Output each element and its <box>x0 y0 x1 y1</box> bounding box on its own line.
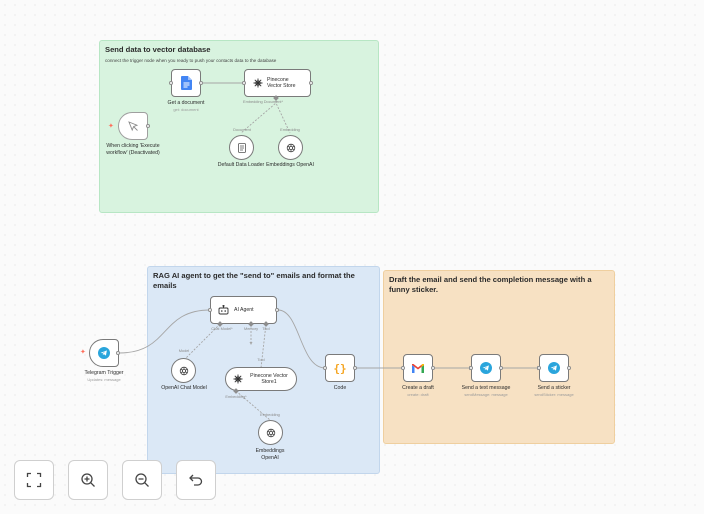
sticky-title: Draft the email and send the completion … <box>389 275 592 294</box>
output-port[interactable] <box>309 81 313 85</box>
port-label-memory: Memory <box>243 326 259 331</box>
pinecone-vector-store1-node[interactable]: Pinecone Vector Store1 <box>225 367 297 391</box>
node-label: Embeddings OpenAI <box>266 162 314 168</box>
node-label: Send a text message <box>461 385 511 391</box>
node-sublabel: create: draft <box>407 392 429 397</box>
output-port[interactable] <box>353 366 357 370</box>
default-data-loader-node[interactable] <box>229 135 254 160</box>
sticky-title: RAG AI agent to get the "send to" emails… <box>153 271 355 290</box>
embeddings-openai-node[interactable] <box>258 420 283 445</box>
code-braces-icon: {} <box>333 361 347 375</box>
port-label-embedding: Embedding <box>260 412 280 417</box>
manual-trigger-node[interactable] <box>118 112 148 140</box>
output-port[interactable] <box>567 366 571 370</box>
node-label: Embeddings OpenAI <box>255 448 285 461</box>
port-label-model: Model <box>178 348 190 353</box>
pinecone-vector-store-node[interactable]: Pinecone Vector Store <box>244 69 311 97</box>
node-label: Send a sticker <box>537 385 571 391</box>
port-label-embedding-document: Embedding Document* <box>242 99 283 104</box>
output-port[interactable] <box>275 308 279 312</box>
google-docs-icon <box>180 76 192 90</box>
node-label: When clicking 'Execute workflow' (Deacti… <box>106 143 160 156</box>
input-port[interactable] <box>242 81 246 85</box>
openai-icon <box>286 143 295 152</box>
node-label: Pinecone Vector Store <box>267 76 296 90</box>
input-port[interactable] <box>537 366 541 370</box>
output-port[interactable] <box>199 81 203 85</box>
node-label: Code <box>333 385 347 391</box>
cursor-icon <box>127 120 138 131</box>
node-label: Pinecone Vector Store1 <box>250 372 288 386</box>
pinecone-icon <box>253 78 263 88</box>
create-draft-node[interactable] <box>403 354 433 382</box>
robot-icon <box>218 305 229 315</box>
port-label-chat-model: Chat Model* <box>211 326 233 331</box>
openai-icon <box>179 366 188 375</box>
input-port[interactable] <box>208 308 212 312</box>
connection-line <box>183 323 221 361</box>
trigger-bolt-icon: ✦ <box>80 349 86 356</box>
connection-line <box>260 323 267 369</box>
input-port[interactable] <box>323 366 327 370</box>
output-port[interactable] <box>431 366 435 370</box>
output-port[interactable] <box>499 366 503 370</box>
connection-line <box>235 390 271 421</box>
fit-view-icon <box>26 472 42 488</box>
node-sublabel: sendSticker: message <box>534 392 574 397</box>
telegram-icon <box>480 362 492 374</box>
trigger-bolt-icon: ✦ <box>108 123 114 130</box>
embeddings-openai-node[interactable] <box>278 135 303 160</box>
node-label: Telegram Trigger <box>84 370 124 376</box>
openai-chat-model-node[interactable] <box>171 358 196 383</box>
telegram-icon <box>98 347 110 359</box>
get-document-node[interactable] <box>171 69 201 97</box>
sticky-subtitle: connect the trigger node when you ready … <box>105 58 277 63</box>
node-label: Get a document <box>167 100 205 106</box>
pinecone-icon <box>233 374 243 384</box>
telegram-icon <box>548 362 560 374</box>
node-label: AI Agent <box>234 307 254 313</box>
document-icon <box>237 142 246 153</box>
node-sublabel: Updates: message <box>87 377 121 382</box>
input-port[interactable] <box>401 366 405 370</box>
zoom-out-icon <box>135 473 149 487</box>
telegram-trigger-node[interactable] <box>89 339 119 367</box>
openai-icon <box>266 428 275 437</box>
gmail-icon <box>412 363 424 373</box>
connection-line <box>118 309 211 354</box>
node-label: Create a draft <box>402 385 434 391</box>
undo-icon <box>189 474 203 486</box>
zoom-out-button[interactable] <box>122 460 162 500</box>
connection-line <box>277 309 326 369</box>
fit-view-button[interactable] <box>14 460 54 500</box>
node-sublabel: get: document <box>173 107 199 112</box>
send-text-message-node[interactable] <box>471 354 501 382</box>
port-label-tool: Tool <box>262 326 270 331</box>
node-label: Default Data Loader <box>217 162 265 168</box>
node-label: OpenAI Chat Model <box>161 385 207 391</box>
output-port[interactable] <box>146 124 150 128</box>
zoom-in-icon <box>81 473 95 487</box>
port-label-document: Document <box>233 127 251 132</box>
port-label-embedding-required: Embedding* <box>225 394 247 399</box>
sticky-title: Send data to vector database <box>105 45 211 54</box>
zoom-in-button[interactable] <box>68 460 108 500</box>
port-label-tool: Tool <box>257 357 265 362</box>
input-port[interactable] <box>169 81 173 85</box>
send-sticker-node[interactable] <box>539 354 569 382</box>
input-port[interactable] <box>469 366 473 370</box>
port-label-embedding: Embedding <box>280 127 300 132</box>
output-port[interactable] <box>116 351 120 355</box>
ai-agent-node[interactable]: AI Agent <box>210 296 277 324</box>
node-sublabel: sendMessage: message <box>464 392 508 397</box>
undo-button[interactable] <box>176 460 216 500</box>
code-node[interactable]: {} <box>325 354 355 382</box>
